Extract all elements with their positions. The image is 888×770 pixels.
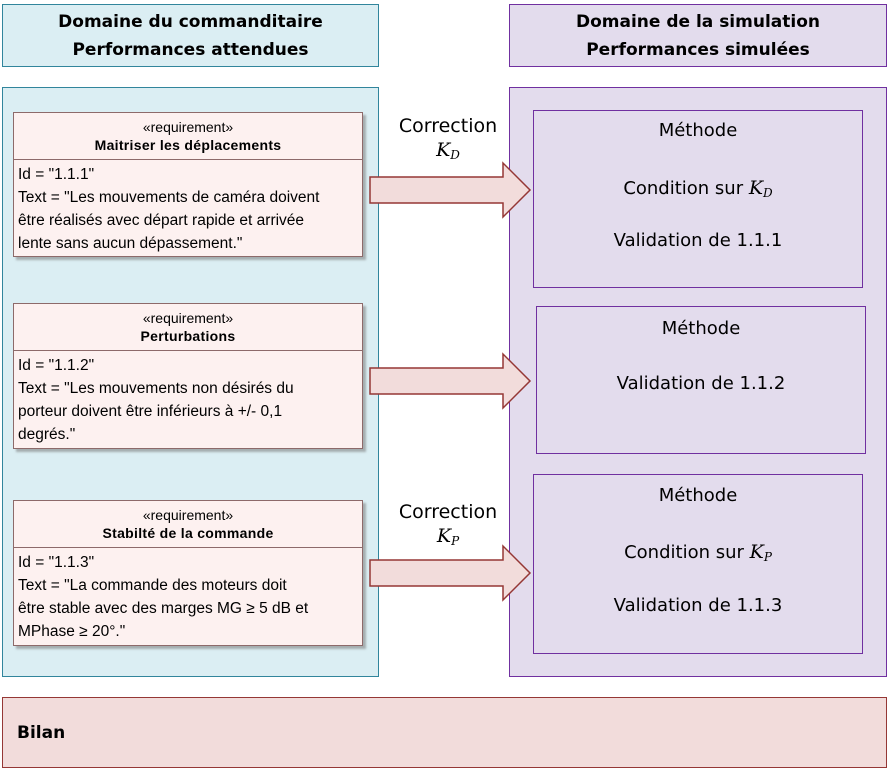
condition-variable: KP — [749, 541, 772, 564]
arrow-2 — [369, 352, 532, 410]
variable-subscript: P — [451, 534, 460, 548]
bilan-box[interactable]: Bilan — [2, 697, 887, 768]
arrow-1 — [369, 161, 532, 219]
requirement-body: Id = "1.1.2" Text = "Les mouvements non … — [14, 351, 362, 446]
requirement-id: Id = "1.1.1" — [18, 166, 95, 183]
requirement-text-line: MPhase ≥ 20°." — [18, 623, 126, 640]
method-validation: Validation de 1.1.1 — [613, 230, 783, 251]
requirement-text-line: Text = "Les mouvements de caméra doivent — [18, 189, 320, 206]
method-title: Méthode — [658, 120, 738, 141]
bilan-label: Bilan — [17, 722, 66, 743]
simulation-domain-subtitle: Performances simulées — [586, 39, 810, 60]
arrows-layer — [369, 161, 532, 602]
correction-label-2: Correction KP — [386, 500, 510, 553]
method-condition: Condition sur KD — [534, 177, 862, 200]
requirement-stereotype: «requirement» — [142, 310, 234, 326]
customer-domain-subtitle: Performances attendues — [72, 39, 309, 60]
requirement-text-line: degrés." — [18, 426, 76, 443]
requirement-text-line: être stable avec des marges MG ≥ 5 dB et — [18, 600, 309, 617]
method-validation: Validation de 1.1.2 — [616, 373, 786, 394]
requirement-body: Id = "1.1.1" Text = "Les mouvements de c… — [14, 160, 362, 255]
variable-subscript: D — [763, 186, 773, 200]
method-validation: Validation de 1.1.3 — [613, 595, 783, 616]
variable-symbol: K — [436, 139, 451, 161]
correction-text: Correction — [398, 501, 498, 523]
requirement-name: Stabilté de la commande — [102, 525, 274, 541]
method-title: Méthode — [661, 318, 741, 339]
method-condition: Condition sur KP — [534, 541, 862, 564]
variable-symbol: K — [748, 177, 764, 199]
simulation-domain-header: Domaine de la simulation Performances si… — [509, 4, 887, 67]
condition-prefix: Condition sur — [623, 178, 749, 199]
method-box-1[interactable]: Méthode Condition sur KD Validation de 1… — [533, 110, 863, 288]
requirement-text-line: lente sans aucun dépassement." — [18, 235, 243, 252]
customer-domain-title: Domaine du commanditaire — [58, 11, 323, 32]
requirement-stereotype: «requirement» — [142, 119, 234, 135]
requirement-text-line: Text = "Les mouvements non désirés du — [18, 380, 294, 397]
variable-symbol: K — [749, 541, 764, 563]
requirement-name: Perturbations — [140, 328, 236, 344]
requirement-text-line: Text = "La commande des moteurs doit — [18, 577, 287, 594]
correction-label-1: Correction KD — [386, 114, 510, 167]
requirement-text-line: être réalisés avec départ rapide et arri… — [18, 212, 305, 229]
requirement-header: «requirement» Stabilté de la commande — [14, 501, 362, 548]
correction-variable: KP — [386, 524, 510, 553]
requirement-name: Maitriser les déplacements — [94, 137, 282, 153]
requirement-block-3[interactable]: «requirement» Stabilté de la commande Id… — [13, 500, 363, 646]
requirement-text-line: porteur doivent être inférieurs à +/- 0,… — [18, 403, 283, 420]
customer-domain-header: Domaine du commanditaire Performances at… — [2, 4, 379, 67]
method-title: Méthode — [658, 485, 738, 506]
condition-prefix: Condition sur — [624, 542, 750, 563]
requirement-header: «requirement» Perturbations — [14, 304, 362, 351]
variable-subscript: P — [763, 550, 772, 564]
correction-variable: KD — [386, 138, 510, 167]
requirement-block-1[interactable]: «requirement» Maitriser les déplacements… — [13, 112, 363, 257]
correction-text: Correction — [398, 115, 498, 137]
condition-variable: KD — [748, 177, 773, 200]
simulation-domain-title: Domaine de la simulation — [576, 11, 820, 32]
requirement-id: Id = "1.1.3" — [18, 554, 95, 571]
variable-symbol: K — [436, 525, 452, 547]
requirement-stereotype: «requirement» — [142, 507, 234, 523]
method-box-3[interactable]: Méthode Condition sur KP Validation de 1… — [533, 474, 863, 654]
variable-subscript: D — [450, 148, 460, 162]
requirement-block-2[interactable]: «requirement» Perturbations Id = "1.1.2"… — [13, 303, 363, 449]
requirement-body: Id = "1.1.3" Text = "La commande des mot… — [14, 548, 362, 643]
method-box-2[interactable]: Méthode Validation de 1.1.2 — [536, 306, 866, 454]
arrow-3 — [369, 544, 532, 602]
requirement-header: «requirement» Maitriser les déplacements — [14, 113, 362, 160]
requirement-id: Id = "1.1.2" — [18, 357, 95, 374]
